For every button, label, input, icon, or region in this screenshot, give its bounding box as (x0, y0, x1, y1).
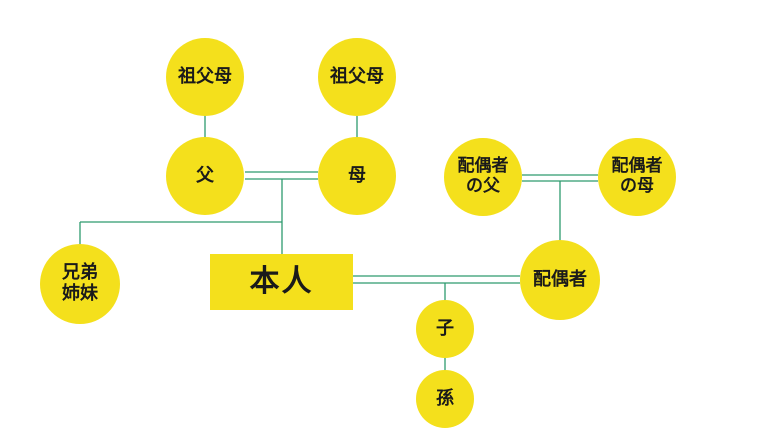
node-label: 配偶者 の父 (457, 156, 509, 196)
node-label: 祖父母 (178, 65, 232, 87)
node-mother: 母 (318, 137, 396, 215)
node-label: 孫 (436, 387, 454, 409)
node-grandparents-maternal: 祖父母 (318, 38, 396, 116)
node-label: 母 (348, 164, 366, 186)
node-label: 配偶者 の母 (611, 156, 663, 196)
node-self: 本人 (210, 254, 353, 310)
node-spouse-father: 配偶者 の父 (444, 138, 522, 216)
node-grandchild: 孫 (416, 370, 474, 428)
node-label: 本人 (249, 263, 314, 299)
node-grandparents-paternal: 祖父母 (166, 38, 244, 116)
node-label: 祖父母 (330, 65, 384, 87)
node-child: 子 (416, 300, 474, 358)
node-label: 兄弟 姉妹 (62, 262, 98, 304)
node-spouse: 配偶者 (520, 240, 600, 320)
node-label: 父 (196, 164, 214, 186)
node-label: 子 (436, 317, 454, 339)
node-siblings: 兄弟 姉妹 (40, 244, 120, 324)
node-father: 父 (166, 137, 244, 215)
node-spouse-mother: 配偶者 の母 (598, 138, 676, 216)
node-label: 配偶者 (533, 268, 587, 290)
